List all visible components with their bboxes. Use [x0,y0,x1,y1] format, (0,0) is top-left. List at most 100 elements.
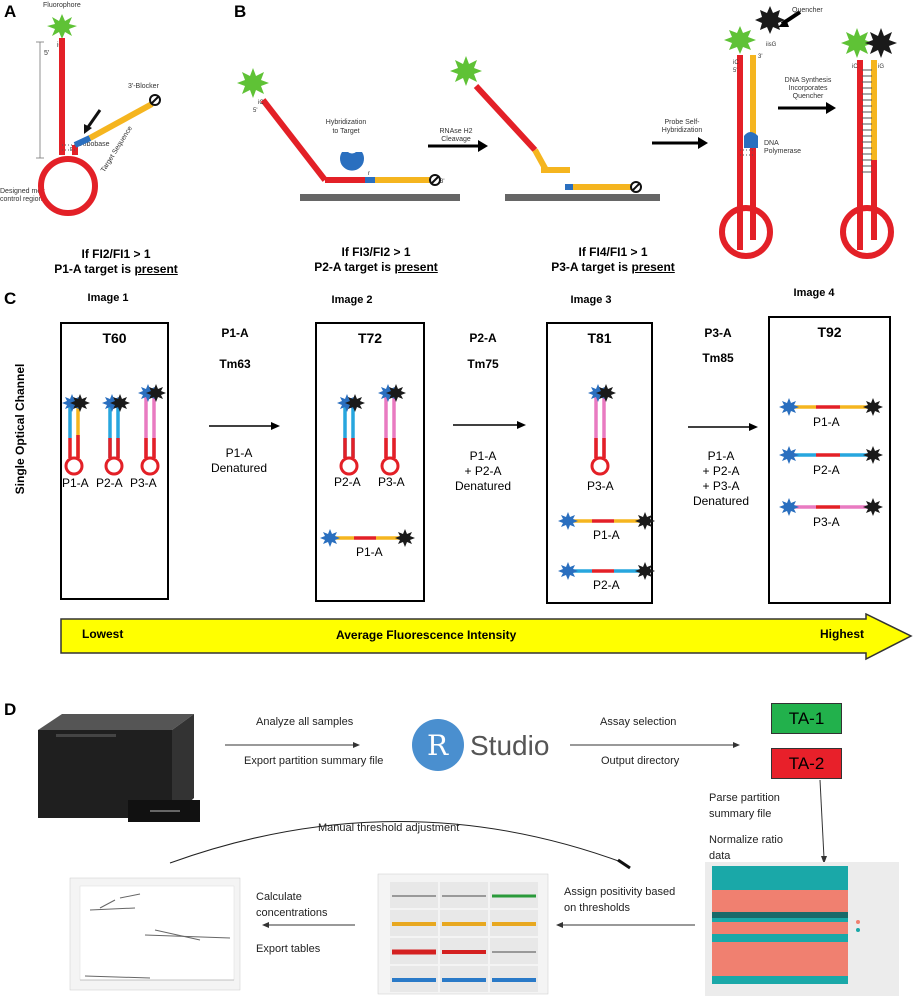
hybridization-label-1: Hybridization [326,119,367,126]
rnase-h2-icon [340,152,364,171]
studio-wordmark: Studio [470,730,550,761]
concentration-plot-thumbnail [69,877,241,991]
probe-p1a-tm: Tm63 [219,357,251,371]
analyze-samples-label: Analyze all samples [256,716,354,728]
gradient-middle: Average Fluorescence Intensity [336,628,517,642]
box3-label-p3a: P3-A [587,479,614,493]
three-prime-label-b1: 3' [440,179,444,185]
rnase-label-1: RNAse H2 [439,128,472,135]
box1-label-p1a: P1-A [62,476,89,490]
probe-p3a-name: P3-A [704,326,732,340]
dna-polymerase-label-2: Polymerase [764,148,801,155]
r-logo-letter: R [427,729,449,762]
gradient-highest: Highest [820,627,865,641]
panel-c-letter: C [4,289,17,308]
box2-label-p2a: P2-A [334,475,361,489]
five-prime-label-a: 5' [44,50,50,57]
channel-grid-thumbnail [377,873,549,995]
quencher-star-b3 [755,6,785,34]
condition-2: If FI3/FI2 > 1 P2-A target is present [314,245,438,274]
ta1-assay-box[interactable]: TA-1 [771,703,842,734]
three-prime-label-b3: 3' [758,54,762,60]
quencher-label-b: Quencher [792,7,823,14]
five-prime-label-b3: 5' [733,68,737,74]
manual-threshold-label: Manual threshold adjustment [318,822,460,834]
condition-3: If FI4/FI1 > 1 P3-A target is present [551,245,675,274]
box1-hairpin-p3a [138,384,166,476]
temp-t72: T72 [357,330,383,346]
dna-polymerase-label-1: DNA [764,140,779,147]
fluorophore-star-b4 [841,28,873,58]
condition-1: If FI2/FI1 > 1 P1-A target is present [54,247,178,276]
gradient-lowest: Lowest [82,627,124,641]
box1-label-p2a: P2-A [96,476,123,490]
box3-linear-p2a [558,562,655,580]
box4-label-p2a: P2-A [813,463,840,477]
image-4-label: Image 4 [793,287,835,299]
r-label-b1: r [368,171,370,177]
box4-linear-p3a [779,498,883,516]
fluorophore-star-b3 [724,26,756,54]
panel-c-illustration [62,384,883,580]
temp-t92: T92 [817,324,842,340]
probe-p2a-name: P2-A [469,331,497,345]
panel-b-step3-hairpin [719,6,802,259]
fluorophore-star-b1 [237,68,269,98]
image-3-box: T81 [546,322,653,604]
synthesis-label-3: Quencher [793,93,824,100]
export-partition-label: Export partition summary file [244,755,384,767]
panel-b-step4-hairpin [840,28,897,259]
box2-label-p3a: P3-A [378,475,405,489]
panel-b-step1-probe [237,68,460,201]
panels-a-b-illustration: Hybridization to Target iC 5' 3' r RNAse… [36,6,897,259]
box2-label-linear-p1a: P1-A [356,545,383,559]
export-tables-label: Export tables [256,943,321,955]
ic-label-b4: iC [852,64,858,70]
box1-hairpin-p1a [62,394,90,476]
ta2-assay-box[interactable]: TA-2 [771,748,842,779]
box3-label-linear-p2a: P2-A [593,578,620,592]
ic-label-b1: iC [258,100,264,106]
synthesis-label-2: Incorporates [789,85,828,92]
fluorophore-star-b2 [450,56,482,86]
temp-t60: T60 [102,330,127,346]
box1-label-p3a: P3-A [130,476,157,490]
self-hyb-label-2: Hybridization [662,127,703,134]
box2-hairpin-p2a [337,394,365,476]
box3-label-linear-p1a: P1-A [593,528,620,542]
temp-t81: T81 [587,330,612,346]
probe-p3a-tm: Tm85 [702,351,734,365]
self-hyb-label-1: Probe Self- [664,119,700,126]
ribobase-label: Ribobase [80,141,110,148]
box4-label-p1a: P1-A [813,415,840,429]
image-2-label: Image 2 [331,294,373,306]
output-directory-label: Output directory [601,755,680,767]
blocker-label: 3'-Blocker [128,83,159,90]
image-1-label: Image 1 [87,292,129,304]
box2-hairpin-p3a [378,384,406,476]
fluorescence-intensity-arrow [60,613,913,661]
synthesis-label-1: DNA Synthesis [785,77,832,84]
ic-label-b3: iC [733,60,739,66]
panel-b-letter: B [234,2,247,21]
image-2-box: T72 [315,322,425,602]
box4-label-p3a: P3-A [813,515,840,529]
box1-hairpin-p2a [102,394,130,476]
rnase-label-2: Cleavage [441,136,471,143]
fluorophore-label: Fluorophore [43,2,81,9]
isog-label: iisG [766,42,777,48]
panel-d-letter: D [4,700,17,719]
box4-linear-p1a [779,398,883,416]
dna-polymerase-icon-b [744,132,758,148]
box4-linear-p2a [779,446,883,464]
probe-p1a-name: P1-A [221,326,249,340]
panel-a-hairpin-probe [36,14,161,216]
panel-b-step2-probe [450,56,660,201]
